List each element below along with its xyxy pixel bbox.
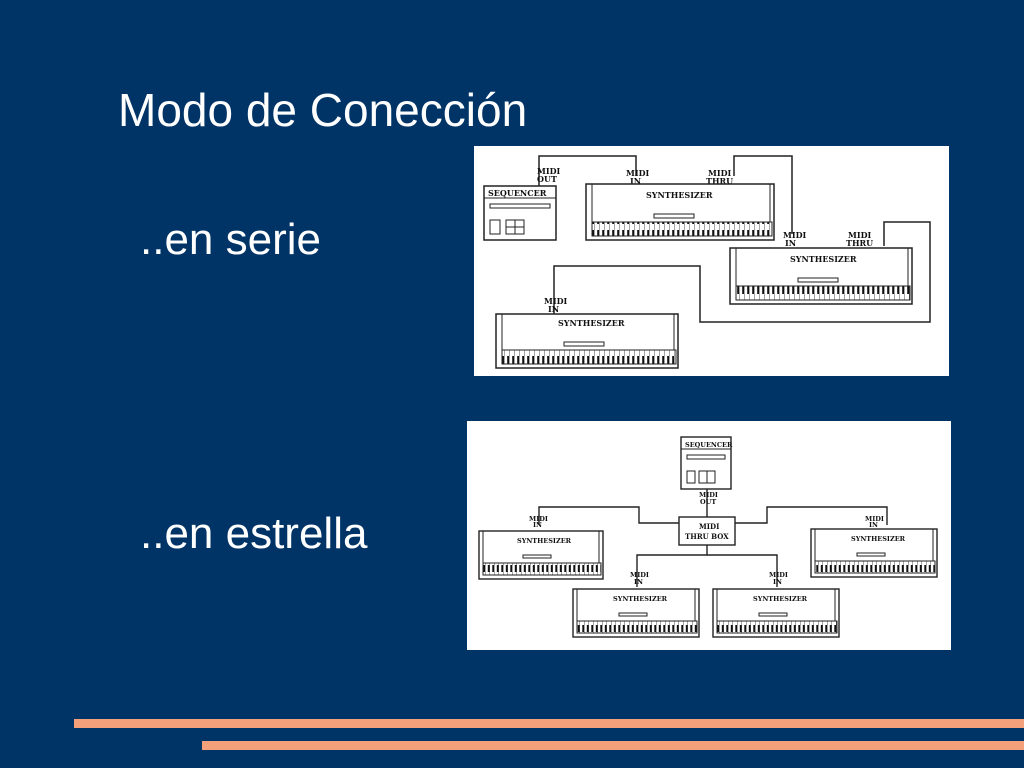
sequencer-label: SEQUENCER — [488, 188, 547, 198]
diagram-estrella: SEQUENCER MIDI OUT MIDI THRU BOX MIDI IN… — [467, 421, 951, 650]
slide-title: Modo de Conección — [118, 84, 528, 136]
midi-thru-box: MIDI THRU BOX — [678, 516, 736, 546]
estrella-in-2: IN — [869, 521, 878, 529]
label-thru-1: THRU — [706, 176, 733, 186]
estrella-in-1: IN — [533, 521, 542, 529]
serie-synth-2: SYNTHESIZER — [729, 247, 913, 305]
label-in-2: IN — [785, 238, 796, 248]
label-out: OUT — [537, 174, 557, 184]
estrella-synth-label-2: SYNTHESIZER — [851, 535, 906, 543]
cable-thrubox-to-synth-bottom-right — [707, 554, 778, 587]
serie-cables — [538, 155, 931, 323]
cable-thrubox-to-synth-right — [735, 506, 888, 525]
serie-synth-3: SYNTHESIZER — [495, 313, 679, 369]
accent-bar-bottom — [202, 741, 1024, 750]
estrella-midi-in-3: MIDI — [630, 571, 649, 579]
cable-thrubox-to-synth-left — [538, 506, 679, 525]
label-midi-in-1: MIDI — [626, 168, 650, 178]
cable-synth2-to-synth3 — [553, 221, 931, 323]
estrella-svg: SEQUENCER MIDI OUT MIDI THRU BOX MIDI IN… — [478, 436, 938, 638]
estrella-synth-left: SYNTHESIZER — [478, 530, 604, 580]
bullet-serie: ..en serie — [140, 215, 321, 264]
estrella-cables — [538, 489, 888, 587]
estrella-in-4: IN — [773, 578, 782, 586]
estrella-sequencer: SEQUENCER — [680, 436, 733, 490]
synth-label-2: SYNTHESIZER — [790, 254, 857, 264]
label-midi-out: MIDI — [537, 166, 561, 176]
serie-sequencer: SEQUENCER — [483, 185, 557, 241]
serie-svg: MIDI OUT MIDI IN MIDI THRU MIDI IN MIDI … — [483, 155, 931, 369]
cable-thrubox-to-synth-bottom-left — [636, 545, 708, 587]
cable-seq-to-synth1 — [538, 155, 637, 188]
label-midi-in-3: MIDI — [544, 296, 568, 306]
estrella-synth-right: SYNTHESIZER — [810, 528, 938, 578]
synth-label-3: SYNTHESIZER — [558, 318, 625, 328]
bullet-estrella: ..en estrella — [140, 509, 368, 558]
serie-synth-1: SYNTHESIZER — [585, 183, 775, 241]
estrella-synth-bottom-right: SYNTHESIZER — [712, 588, 840, 638]
label-in-3: IN — [548, 304, 559, 314]
label-midi-thru-1: MIDI — [708, 168, 732, 178]
thru-box-label-2: THRU BOX — [685, 532, 729, 541]
estrella-midi-in-2: MIDI — [865, 515, 884, 523]
diagram-serie: MIDI OUT MIDI IN MIDI THRU MIDI IN MIDI … — [474, 146, 949, 376]
cable-synth1-to-synth2 — [733, 155, 793, 234]
estrella-synth-bottom-left: SYNTHESIZER — [572, 588, 700, 638]
estrella-midi-in-1: MIDI — [529, 515, 548, 523]
label-thru-2: THRU — [846, 238, 873, 248]
estrella-midi-out: MIDI — [699, 491, 718, 499]
estrella-sequencer-label: SEQUENCER — [685, 441, 733, 449]
estrella-midi-in-4: MIDI — [769, 571, 788, 579]
synth-label-1: SYNTHESIZER — [646, 190, 713, 200]
estrella-out: OUT — [700, 498, 716, 506]
label-midi-thru-2: MIDI — [848, 230, 872, 240]
estrella-synth-label-3: SYNTHESIZER — [613, 595, 668, 603]
estrella-synth-label-4: SYNTHESIZER — [753, 595, 808, 603]
accent-bar-top — [74, 719, 1024, 728]
estrella-synth-label-1: SYNTHESIZER — [517, 537, 572, 545]
thru-box-label-1: MIDI — [699, 522, 719, 531]
label-midi-in-2: MIDI — [783, 230, 807, 240]
label-in-1: IN — [630, 176, 641, 186]
estrella-in-3: IN — [634, 578, 643, 586]
